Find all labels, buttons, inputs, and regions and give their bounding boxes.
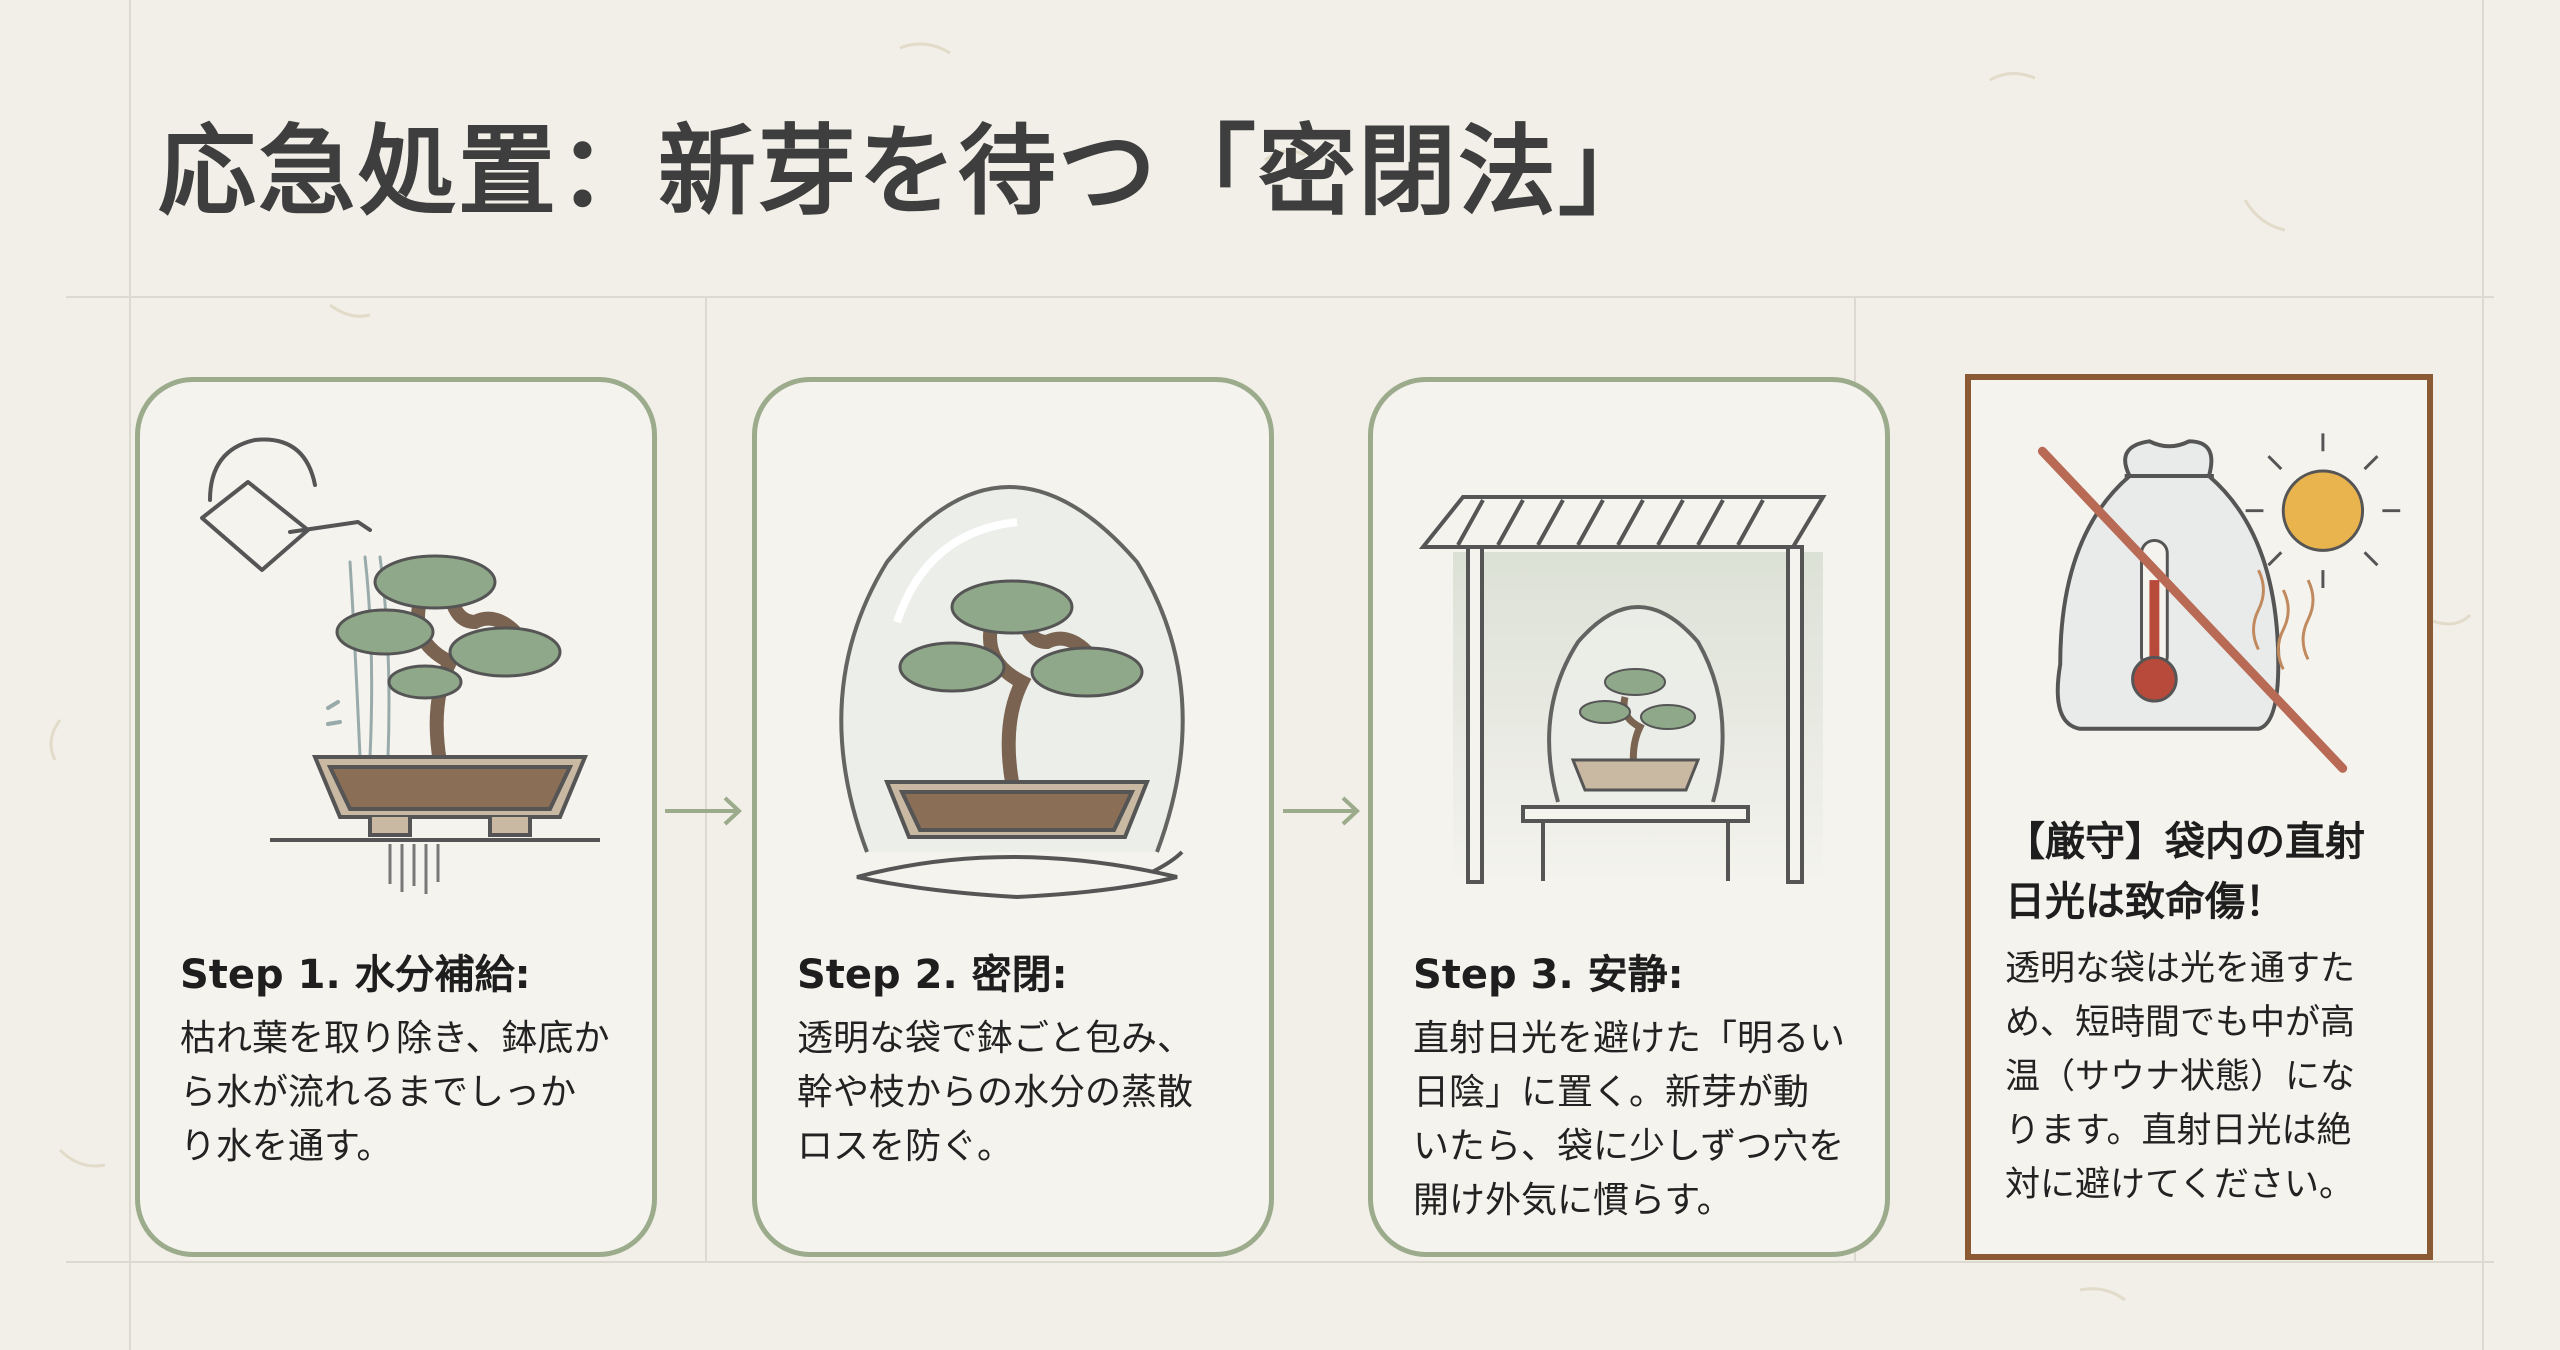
warning-line: 温（サウナ状態）にな xyxy=(2005,1057,2356,1097)
step-1-line: 枯れ葉を取り除き、鉢底か xyxy=(180,1018,610,1059)
step-2-title: Step 2. 密閉: xyxy=(797,952,1068,998)
step-1-line: ら水が流れるまでしっか xyxy=(180,1072,577,1113)
arrow-right-icon xyxy=(665,796,742,826)
step-3-body: 直射日光を避けた「明るい 日陰」に置く。新芽が動 いたら、袋に少しずつ穴を 開け… xyxy=(1413,1012,1873,1228)
warning-title-line: 【厳守】袋内の直射 xyxy=(2005,819,2365,865)
shaded-bonsai-icon xyxy=(1418,495,1827,884)
step-card-3: Step 3. 安静: 直射日光を避けた「明るい 日陰」に置く。新芽が動 いたら… xyxy=(1368,377,1890,1257)
step-2-body: 透明な袋で鉢ごと包み、 幹や枝からの水分の蒸散 ロスを防ぐ。 xyxy=(797,1012,1247,1174)
page-title: 応急処置：新芽を待つ「密閉法」 xyxy=(158,114,1659,229)
watering-bonsai-icon xyxy=(200,437,600,894)
step-3-line: いたら、袋に少しずつ穴を xyxy=(1413,1126,1845,1167)
warning-line: 透明な袋は光を通すた xyxy=(2005,949,2356,989)
step-1-title: Step 1. 水分補給: xyxy=(180,952,531,998)
warning-card: 【厳守】袋内の直射 日光は致命傷！ 透明な袋は光を通すた め、短時間でも中が高 … xyxy=(1965,374,2433,1260)
step-1-line: り水を通す。 xyxy=(180,1126,393,1167)
step-3-line: 日陰」に置く。新芽が動 xyxy=(1413,1072,1810,1113)
step-2-line: ロスを防ぐ。 xyxy=(797,1126,1014,1167)
warning-line: ります。直射日光は絶 xyxy=(2005,1111,2352,1151)
arrow-right-icon xyxy=(1283,796,1360,826)
warning-body: 透明な袋は光を通すた め、短時間でも中が高 温（サウナ状態）にな ります。直射日… xyxy=(2005,942,2445,1212)
step-3-line: 直射日光を避けた「明るい xyxy=(1413,1018,1846,1059)
no-sun-on-bag-icon xyxy=(2037,433,2401,773)
bagged-bonsai-icon xyxy=(839,485,1185,900)
warning-title: 【厳守】袋内の直射 日光は致命傷！ xyxy=(2005,812,2445,932)
step-2-line: 幹や枝からの水分の蒸散 xyxy=(797,1072,1194,1113)
step-card-2: Step 2. 密閉: 透明な袋で鉢ごと包み、 幹や枝からの水分の蒸散 ロスを防… xyxy=(752,377,1274,1257)
warning-line: 対に避けてください。 xyxy=(2005,1165,2354,1205)
warning-line: め、短時間でも中が高 xyxy=(2005,1003,2356,1043)
step-1-body: 枯れ葉を取り除き、鉢底か ら水が流れるまでしっか り水を通す。 xyxy=(180,1012,630,1174)
warning-title-line: 日光は致命傷！ xyxy=(2005,879,2285,925)
step-card-1: Step 1. 水分補給: 枯れ葉を取り除き、鉢底か ら水が流れるまでしっか り… xyxy=(135,377,657,1257)
step-3-line: 開け外気に慣らす。 xyxy=(1413,1180,1733,1221)
step-2-line: 透明な袋で鉢ごと包み、 xyxy=(797,1018,1194,1059)
step-3-title: Step 3. 安静: xyxy=(1413,952,1684,998)
